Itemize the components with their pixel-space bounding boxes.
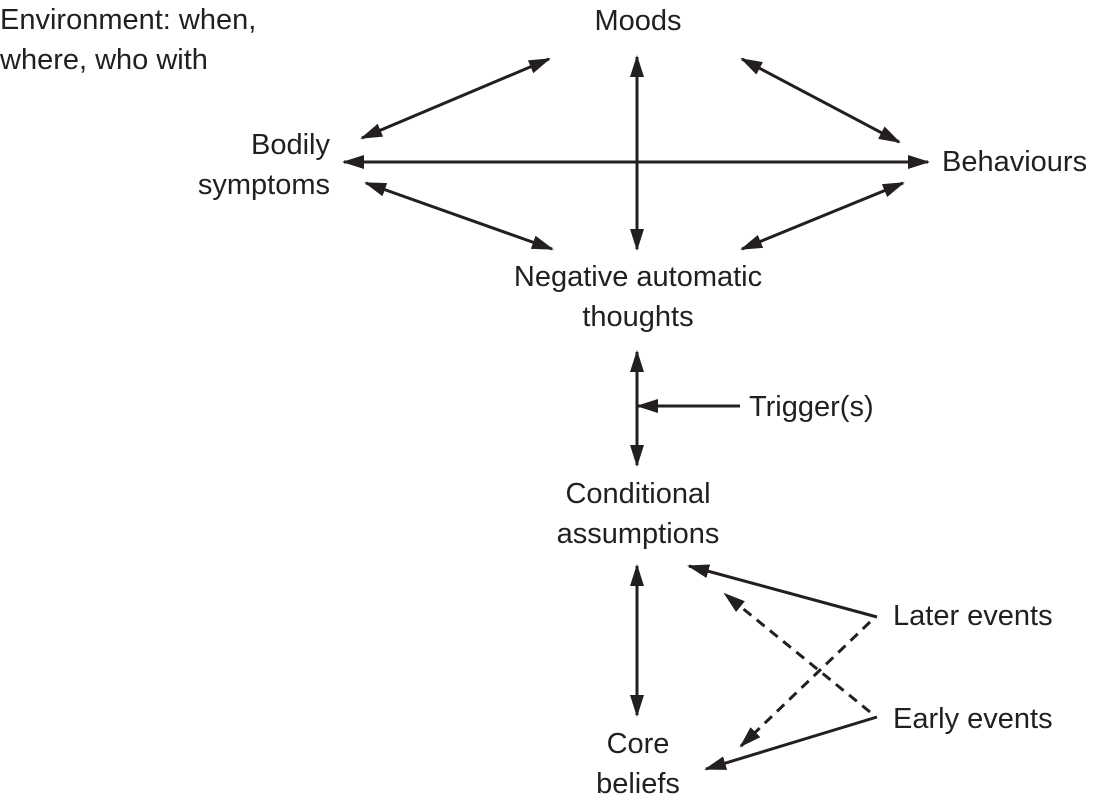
arrow-thoughts-behaviours xyxy=(740,181,905,251)
arrow-early-core xyxy=(704,715,878,771)
node-triggers: Trigger(s) xyxy=(749,391,874,423)
arrow-bodily-moods xyxy=(360,57,551,140)
node-environment: Environment: when, where, who with xyxy=(0,4,257,76)
arrow-bodily-thoughts xyxy=(364,181,554,251)
node-behaviours: Behaviours xyxy=(942,146,1088,178)
node-early-events: Early events xyxy=(893,703,1053,735)
node-conditional-assumptions: Conditional assumptions xyxy=(556,478,720,550)
arrow-later-core-dashed xyxy=(739,620,872,748)
arrow-moods-behaviours xyxy=(740,57,901,144)
node-moods: Moods xyxy=(594,5,682,37)
node-bodily-symptoms: Bodily symptoms xyxy=(197,129,330,201)
node-later-events: Later events xyxy=(893,600,1053,632)
arrow-early-assumptions-dashed xyxy=(723,592,871,714)
node-core-beliefs: Core beliefs xyxy=(596,728,680,800)
node-negative-automatic-thoughts: Negative automatic thoughts xyxy=(513,261,763,333)
arrow-later-assumptions xyxy=(687,564,878,619)
